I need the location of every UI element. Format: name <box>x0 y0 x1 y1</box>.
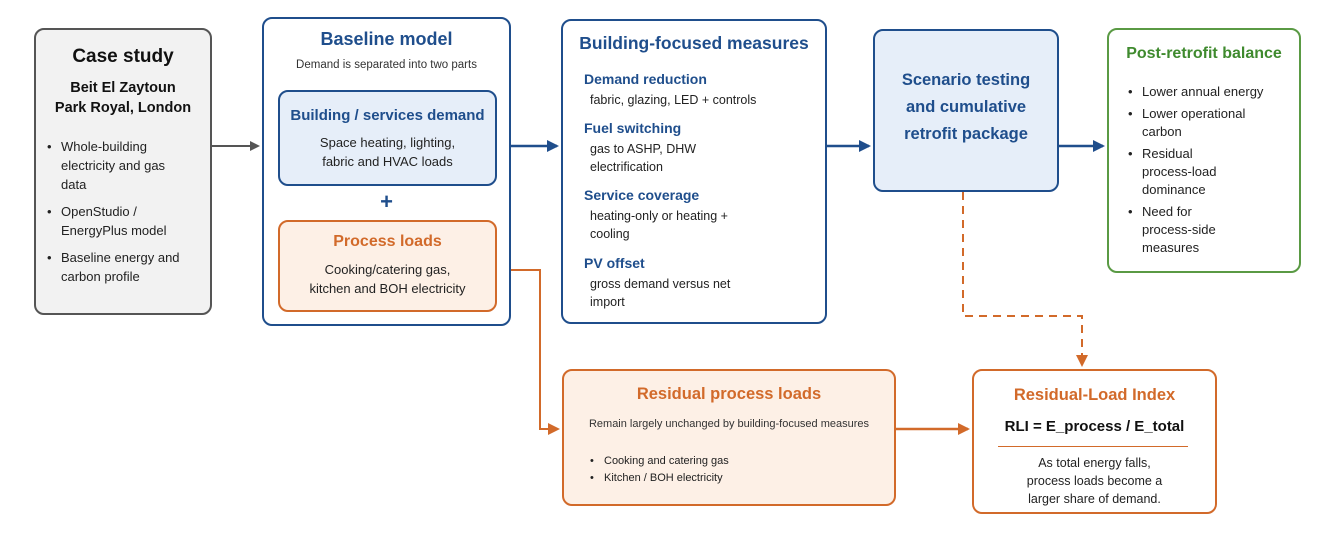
scenario-line1: Scenario testing <box>901 71 1031 89</box>
list-item: Baseline energy and carbon profile <box>47 248 207 286</box>
bullet-line: dominance <box>1142 182 1206 197</box>
measures-title: Building-focused measures <box>579 33 809 53</box>
bullet-line: Cooking and catering gas <box>604 455 729 467</box>
bullet-line: Whole-building <box>61 139 147 154</box>
baseline-subtitle: Demand is separated into two parts <box>296 59 477 71</box>
list-item: OpenStudio / EnergyPlus model <box>47 202 207 240</box>
plus-sign: + <box>380 189 393 214</box>
bullet-line: carbon <box>1142 124 1182 139</box>
list-item: Cooking and catering gas <box>590 453 880 470</box>
bullet-line: OpenStudio / <box>61 204 137 219</box>
bullet-line: process-load <box>1142 164 1217 179</box>
scenario-line2: and cumulative <box>905 98 1027 116</box>
building-demand-line1: Space heating, lighting, <box>319 135 456 150</box>
measure-heading-service-coverage: Service coverage <box>584 187 700 203</box>
bullet-line: Lower operational <box>1142 106 1246 121</box>
case-study-subtitle-line2: Park Royal, London <box>54 100 192 116</box>
building-demand-box <box>278 90 497 186</box>
bullet-line: measures <box>1142 240 1200 255</box>
baseline-title: Baseline model <box>320 29 453 49</box>
measure-heading-pv-offset: PV offset <box>584 255 645 271</box>
process-loads-box <box>278 220 497 312</box>
case-study-bullets: Whole-building electricity and gas data … <box>47 137 207 286</box>
process-loads-title: Process loads <box>333 233 442 250</box>
case-study-title: Case study <box>72 46 174 67</box>
measure-heading-demand-reduction: Demand reduction <box>584 71 707 87</box>
measure-heading-fuel-switching: Fuel switching <box>584 120 682 136</box>
measure-line: heating-only or heating + <box>590 209 728 223</box>
measure-line: gas to ASHP, DHW <box>590 142 697 156</box>
arrow-scenario-to-rli-dashed <box>962 192 1088 367</box>
scenario-box <box>873 29 1059 192</box>
bullet-line: Baseline energy and <box>61 250 180 265</box>
bullet-line: carbon profile <box>61 269 140 284</box>
residual-bullets: Cooking and catering gas Kitchen / BOH e… <box>590 453 880 487</box>
measure-line: cooling <box>590 227 630 241</box>
list-item: Need for process-side measures <box>1128 203 1288 257</box>
building-demand-line2: fabric and HVAC loads <box>322 154 453 169</box>
post-retrofit-bullets: Lower annual energy Lower operational ca… <box>1128 83 1288 257</box>
rli-divider <box>998 446 1188 447</box>
list-item: Whole-building electricity and gas data <box>47 137 207 194</box>
post-retrofit-title: Post-retrofit balance <box>1126 45 1282 62</box>
measures-box <box>561 19 827 324</box>
rli-line2: process loads become a <box>1026 474 1163 488</box>
arrow-process-to-residual <box>511 269 560 435</box>
list-item: Kitchen / BOH electricity <box>590 470 880 487</box>
bullet-line: Kitchen / BOH electricity <box>604 472 723 484</box>
rli-line1: As total energy falls, <box>1038 456 1151 470</box>
bullet-line: process-side <box>1142 222 1216 237</box>
list-item: Residual process-load dominance <box>1128 145 1288 199</box>
bullet-line: electricity and gas <box>61 158 166 173</box>
bullet-line: EnergyPlus model <box>61 223 167 238</box>
residual-title: Residual process loads <box>636 385 822 403</box>
bullet-line: Need for <box>1142 204 1192 219</box>
process-loads-line1: Cooking/catering gas, <box>324 262 451 277</box>
rli-box <box>972 369 1217 514</box>
process-loads-line2: kitchen and BOH electricity <box>309 281 466 296</box>
rli-line3: larger share of demand. <box>1028 492 1161 506</box>
measure-line: fabric, glazing, LED + controls <box>590 93 757 107</box>
rli-title: Residual-Load Index <box>1013 386 1176 404</box>
list-item: Lower annual energy <box>1128 83 1288 101</box>
bullet-line: data <box>61 177 87 192</box>
measure-line: electrification <box>590 160 663 174</box>
measure-line: import <box>590 295 625 309</box>
bullet-line: Residual <box>1142 146 1193 161</box>
case-study-subtitle-line1: Beit El Zaytoun <box>70 80 176 96</box>
building-demand-title: Building / services demand <box>290 107 485 124</box>
scenario-line3: retrofit package <box>904 125 1028 143</box>
list-item: Lower operational carbon <box>1128 105 1288 141</box>
rli-formula: RLI = E_process / E_total <box>1004 418 1185 435</box>
residual-subtitle: Remain largely unchanged by building-foc… <box>588 418 870 430</box>
measure-line: gross demand versus net <box>590 277 731 291</box>
bullet-line: Lower annual energy <box>1142 84 1264 99</box>
